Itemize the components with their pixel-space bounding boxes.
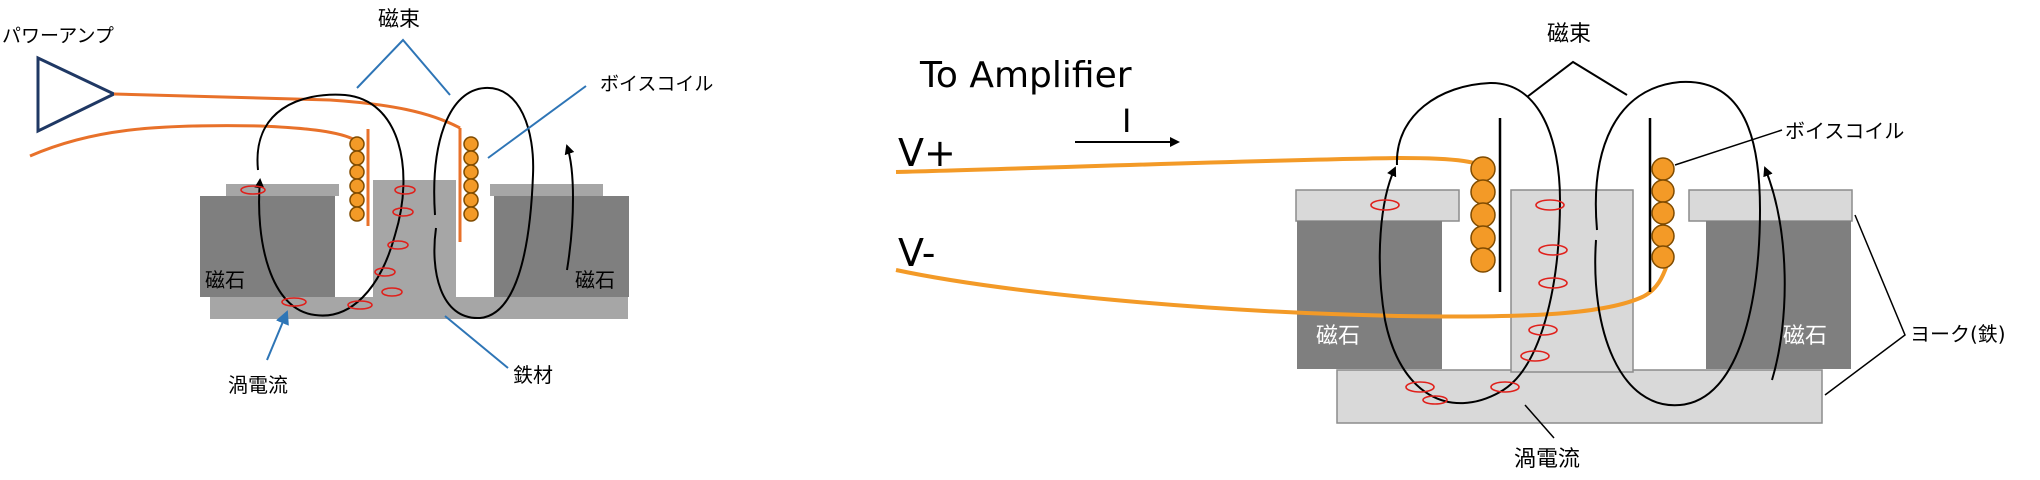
left-flux-arrow-right	[564, 144, 575, 271]
right-magnet-left-label: 磁石	[1316, 324, 1360, 349]
right-magnet-left	[1297, 221, 1442, 369]
vplus-label: V+	[898, 131, 956, 175]
right-eddy-label: 渦電流	[1514, 447, 1580, 472]
right-yoke-label: ヨーク(鉄)	[1910, 322, 2006, 346]
right-coil-leader	[1674, 129, 1783, 166]
right-flux-loop-left	[1378, 81, 1562, 405]
right-flux-leader	[1526, 60, 1628, 98]
vminus-label: V-	[898, 231, 935, 275]
right-coil-turns-left	[1470, 156, 1496, 273]
right-yoke-base	[1336, 369, 1823, 424]
left-wire-bottom	[29, 124, 356, 158]
left-iron-base	[210, 297, 628, 319]
left-flux-loop-left	[254, 93, 405, 317]
left-diagram: パワーアンプ 磁束 ボイスコイル 磁石 磁石 渦電流 鉄材	[2, 7, 713, 397]
right-coil-label: ボイスコイル	[1785, 119, 1904, 143]
left-eddy-label: 渦電流	[228, 373, 288, 397]
left-flux-loop-right	[433, 86, 535, 320]
right-magnet-right	[1706, 221, 1851, 369]
left-coil-turns-left	[349, 136, 365, 222]
right-flux-loop-right	[1594, 80, 1762, 407]
right-eddy-leader	[1524, 404, 1555, 439]
right-yoke-leader	[1824, 214, 1906, 396]
right-wire-vplus	[895, 155, 1492, 174]
left-top-plate-right	[490, 184, 603, 196]
left-wire-top	[113, 92, 461, 130]
left-amp-label: パワーアンプ	[2, 25, 114, 47]
current-label: I	[1122, 102, 1131, 140]
right-top-plate-right	[1688, 189, 1853, 222]
left-coil-turns-right	[463, 136, 479, 222]
right-magnet-right-label: 磁石	[1783, 324, 1827, 349]
right-diagram: To Amplifier I V+ V- 磁束 ボイスコイル 磁石 磁石 ヨーク…	[895, 22, 2006, 472]
right-top-plate-left	[1295, 189, 1460, 222]
left-magnet-left-label: 磁石	[205, 268, 245, 292]
left-magnet-right-label: 磁石	[575, 268, 615, 292]
right-flux-label: 磁束	[1547, 22, 1591, 47]
right-eddy-swirls	[1370, 199, 1568, 405]
right-amp-label: To Amplifier	[919, 55, 1132, 96]
left-flux-label: 磁束	[378, 7, 420, 31]
left-eddy-swirls	[240, 185, 416, 310]
left-iron-leader	[444, 315, 509, 369]
left-flux-leader	[356, 38, 451, 96]
left-iron-label: 鉄材	[513, 363, 553, 387]
left-magnet-left	[200, 196, 335, 297]
right-wire-vminus	[895, 261, 1670, 319]
right-center-pole	[1510, 189, 1634, 373]
left-top-plate-left	[226, 184, 339, 196]
left-coil-leader	[487, 85, 587, 159]
right-coil-turns-right	[1651, 157, 1675, 269]
right-flux-arrow-right	[1763, 166, 1786, 381]
left-coil-label: ボイスコイル	[600, 73, 713, 95]
amplifier-triangle	[36, 55, 118, 134]
left-eddy-leader	[266, 310, 289, 361]
left-center-pole	[373, 180, 456, 300]
